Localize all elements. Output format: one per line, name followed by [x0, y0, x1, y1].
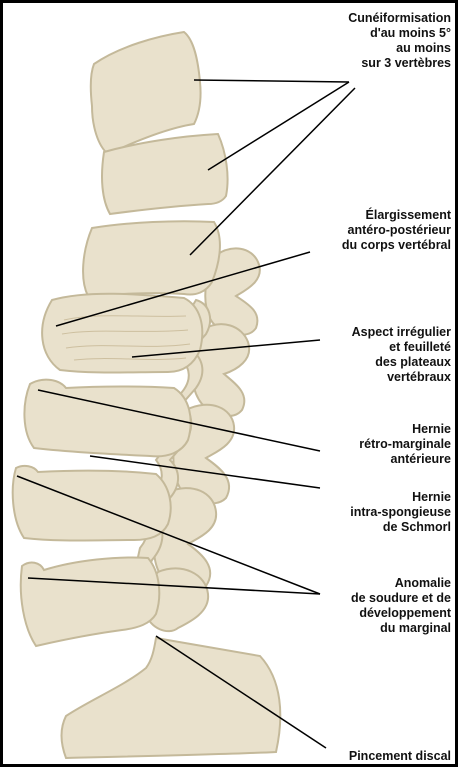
label-hernie-intra-spongieuse: Hernie intra-spongieuse de Schmorl	[350, 490, 451, 535]
label-line: de Schmorl	[350, 520, 451, 535]
label-line: intra-spongieuse	[350, 505, 451, 520]
label-line: Élargissement	[342, 208, 451, 223]
label-line: et feuilleté	[352, 340, 451, 355]
label-line: Hernie	[350, 490, 451, 505]
label-aspect-irregulier: Aspect irrégulier et feuilleté des plate…	[352, 325, 451, 385]
label-line: des plateaux	[352, 355, 451, 370]
label-line: Aspect irrégulier	[352, 325, 451, 340]
label-line: antéro-postérieur	[342, 223, 451, 238]
label-anomalie-soudure: Anomalie de soudure et de développement …	[351, 576, 451, 636]
vertebra-7	[21, 558, 160, 647]
vertebra-6	[13, 466, 171, 541]
label-line: Hernie	[359, 422, 451, 437]
label-line: Pincement discal	[349, 749, 451, 764]
label-line: de soudure et de	[351, 591, 451, 606]
leader-cuneiformisation-2	[208, 82, 349, 170]
vertebra-1	[91, 32, 201, 154]
label-line: vertébraux	[352, 370, 451, 385]
leader-cuneiformisation-1	[194, 80, 349, 82]
label-pincement-discal: Pincement discal	[349, 749, 451, 764]
label-line: antérieure	[359, 452, 451, 467]
label-line: sur 3 vertèbres	[348, 56, 451, 71]
label-line: Cunéiformisation	[348, 11, 451, 26]
label-line: au moins	[348, 41, 451, 56]
label-elargissement: Élargissement antéro-postérieur du corps…	[342, 208, 451, 253]
label-hernie-retro-marginale: Hernie rétro-marginale antérieure	[359, 422, 451, 467]
label-cuneiformisation: Cunéiformisation d'au moins 5° au moins …	[348, 11, 451, 71]
label-line: du marginal	[351, 621, 451, 636]
label-line: Anomalie	[351, 576, 451, 591]
label-line: du corps vertébral	[342, 238, 451, 253]
label-line: développement	[351, 606, 451, 621]
label-line: d'au moins 5°	[348, 26, 451, 41]
label-line: rétro-marginale	[359, 437, 451, 452]
sacrum	[62, 638, 281, 758]
